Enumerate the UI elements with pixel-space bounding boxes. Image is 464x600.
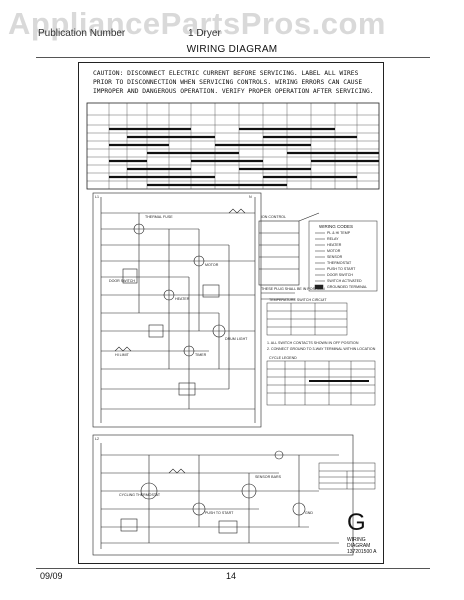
wiring-codes-legend (308, 220, 378, 292)
legend-item: MOTOR (327, 249, 341, 253)
label-motor: MOTOR (205, 263, 219, 267)
footer-page-number: 14 (226, 571, 237, 581)
legend-item: HEATER (327, 243, 342, 247)
diagram-label-line2: 137201500 A (347, 549, 377, 555)
legend-title: WIRING CODES (319, 224, 354, 229)
legend-item: SWITCH ACTIVATED (327, 279, 362, 283)
label-timer: TIMER (195, 353, 207, 357)
legend-item: THERMOSTAT (327, 261, 352, 265)
label-board-note: THESE PLUG SHALL BE IN POSITION (261, 287, 325, 291)
label-temp-switch: TEMPERATURE SWITCH CIRCUIT (269, 298, 327, 302)
legend-item: DOOR SWITCH (327, 273, 353, 277)
bottom-divider (36, 568, 430, 569)
label-cycle-chart: CYCLE LEGEND (269, 356, 297, 360)
label-l2: L2 (95, 437, 99, 441)
label-n: N (249, 195, 252, 199)
label-thermal-fuse: THERMAL FUSE (145, 215, 173, 219)
legend-item: RELAY (327, 237, 339, 241)
wiring-schematic (86, 102, 380, 556)
temperature-switch-chart (266, 302, 348, 336)
publication-header: Publication Number 1 Dryer (38, 28, 430, 42)
cycle-chart (266, 360, 376, 406)
caution-notice: CAUTION: DISCONNECT ELECTRIC CURRENT BEF… (93, 70, 374, 95)
page-title: WIRING DIAGRAM (186, 44, 278, 55)
watermark: AppliancePartsPros.com (8, 6, 386, 41)
header-publication-number: Publication Number (38, 28, 126, 39)
wiring-selecting-table (318, 462, 376, 490)
label-ion-control: ION CONTROL (261, 215, 286, 219)
wiring-diagram-frame: CAUTION: DISCONNECT ELECTRIC CURRENT BEF… (78, 62, 384, 564)
label-cycling-thermostat: CYCLING THERMOSTAT (119, 493, 161, 497)
label-l1: L1 (95, 195, 99, 199)
footer-date: 09/09 (40, 571, 63, 581)
label-door-switch: DOOR SWITCH (109, 279, 135, 283)
timer-sequence-chart (86, 102, 380, 190)
diagram-label-line1: WIRING DIAGRAM (347, 537, 371, 549)
lower-schematic (92, 434, 354, 556)
label-ground: GND (305, 511, 313, 515)
top-divider (36, 57, 430, 58)
control-board (258, 212, 320, 300)
legend-item: PUSH TO START (327, 267, 356, 271)
label-drum-light: DRUM LIGHT (225, 337, 248, 341)
legend-item: SENSOR (327, 255, 343, 259)
label-push-to-start: PUSH TO START (205, 511, 234, 515)
diagram-revision-letter: G (347, 509, 366, 536)
label-hi-limit: HI LIMIT (115, 353, 129, 357)
label-note2: 2. CONNECT GROUND TO 3-WAY TERMINAL WITH… (267, 347, 376, 351)
legend-item: GROUNDED TERMINAL (327, 285, 368, 289)
legend-item: PL & HI TEMP (327, 231, 351, 235)
schematic-body (92, 192, 262, 428)
label-sensor: SENSOR BARS (255, 475, 281, 479)
header-product: 1 Dryer (188, 28, 221, 39)
diagram-id-label: WIRING DIAGRAM 137201500 A (347, 537, 383, 555)
label-note1: 1. ALL SWITCH CONTACTS SHOWN IN OFF POSI… (267, 341, 359, 345)
label-heater: HEATER (175, 297, 190, 301)
